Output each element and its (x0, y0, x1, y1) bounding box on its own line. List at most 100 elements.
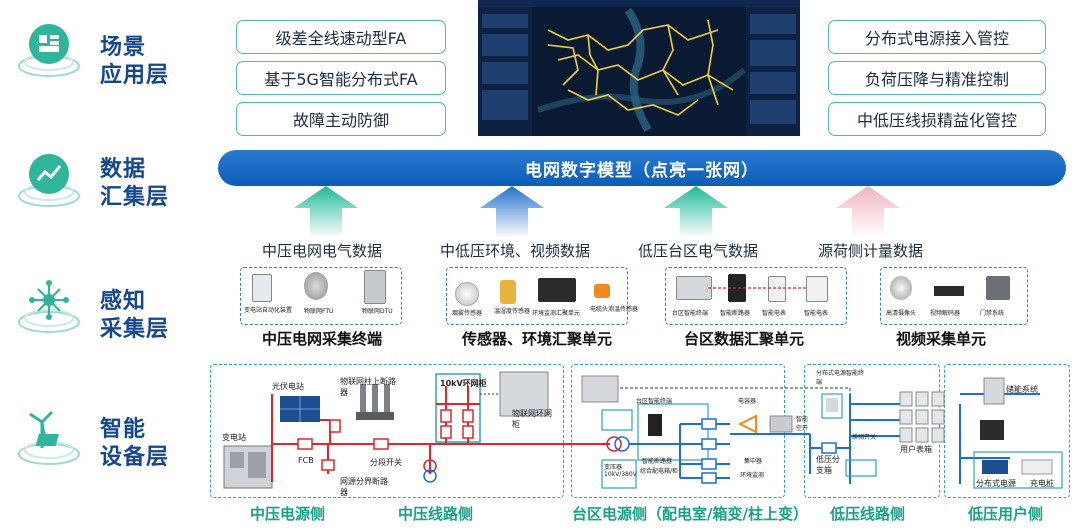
meter-box-label: 用户表箱 (900, 445, 932, 454)
video-decoder (934, 286, 964, 296)
segment-label-lv-user: 低压用户侧 (968, 505, 1044, 523)
sense-box-td-unit (665, 267, 847, 325)
smart-breaker-label: 智能断路器 (642, 458, 673, 465)
sense-item-label: 温湿度传感器 (494, 308, 531, 315)
smart-meter-1 (768, 276, 786, 302)
substation (223, 445, 273, 489)
td-terminal-device (676, 276, 712, 300)
ring10kv-label: 10kV环网柜 (440, 379, 487, 388)
storage-label: 储能系统 (1006, 385, 1038, 394)
dist-source-label: 分布式电源 (976, 479, 1016, 488)
flow-label-1: 中压电网电气数据 (262, 242, 383, 260)
app-box-left-2: 基于5G智能分布式FA (236, 61, 446, 95)
layer-icon-device (14, 400, 84, 470)
concentrator-label: 集中器 (744, 458, 763, 465)
segment-label-mv-source: 中压电源侧 (250, 505, 326, 523)
grid-map-screenshot (478, 0, 800, 136)
smart-breaker-equipment (648, 414, 662, 436)
pole-breaker-equipment (356, 384, 394, 420)
chart-trend-icon (18, 154, 80, 207)
flow-label-3: 低压台区电气数据 (638, 242, 759, 260)
sense-item-label: 电缆头测温传感器 (590, 306, 639, 313)
sense-item-label: 台区智能终端 (672, 310, 709, 317)
dtu-device (364, 270, 386, 304)
charger-label: 充电桩 (1030, 479, 1054, 488)
sense-item-label: 高清摄像头 (886, 310, 917, 317)
td-terminal-label: 台区智能终端 (636, 398, 673, 405)
pv-label: 光伏电站 (272, 382, 304, 391)
layer-title-sensing: 感知 采集层 (100, 289, 170, 342)
sense-item-label: 环境监测汇聚单元 (532, 310, 581, 317)
sense-box-mv-terminal (240, 267, 402, 325)
layer-icon-sensing (14, 270, 84, 340)
sense-item-label: 智能断路器 (720, 310, 751, 317)
sectional-label: 分段开关 (370, 458, 402, 467)
hd-camera (890, 276, 912, 300)
td-terminal-equipment (581, 375, 619, 403)
iot-ring-cabinet (499, 371, 549, 417)
app-box-right-1: 分布式电源接入管控 (828, 20, 1046, 54)
smoke-sensor (455, 282, 479, 306)
app-box-right-3: 中低压线损精益化管控 (828, 102, 1046, 136)
capacitor-label: 电容器 (738, 398, 757, 405)
segment-label-lv-line: 低压线路侧 (830, 505, 906, 523)
layer-icon-application (14, 14, 84, 84)
smart-meter-2 (806, 276, 828, 302)
cable-temp-sensor (594, 284, 610, 298)
sense-item-label: 视频解码器 (930, 310, 961, 317)
switch-a-label: 换相开关 (852, 434, 877, 441)
access-control (986, 276, 1010, 300)
sensor-network-icon (18, 280, 80, 333)
charger-car (1021, 459, 1053, 475)
dashboard-icon (18, 24, 80, 77)
dist-source-terminal-label: 分布式电源智能终端 (816, 370, 865, 386)
flow-arrow-1 (294, 186, 358, 238)
smart-breaker-device (728, 274, 746, 302)
dist-source-panel (982, 460, 1008, 474)
wind-solar-icon (18, 410, 80, 465)
segment-frame-mv-source (210, 364, 564, 498)
boundary-breaker-symbol (321, 459, 335, 471)
sense-item-label: 智能电表 (762, 310, 787, 317)
layer-title-data: 数据 汇集层 (100, 157, 170, 210)
sense-group-title-2: 传感器、环境汇聚单元 (462, 330, 613, 348)
app-box-left-1: 级差全线速动型FA (236, 20, 446, 54)
boundary-label: 网源分界断路器 (340, 477, 388, 497)
sense-box-video (880, 267, 1028, 325)
pv-panels (280, 396, 320, 422)
fcb-label: FCB (298, 456, 314, 465)
sense-item-label: 门禁系统 (980, 310, 1005, 317)
layer-icon-data (14, 144, 84, 214)
flow-label-2: 中低压环境、视频数据 (440, 242, 591, 260)
segment-label-td-source: 台区电源侧（配电室/箱变/柱上变） (572, 505, 808, 523)
sectional-switch-symbol (373, 438, 389, 450)
wiring-diagram (223, 371, 1063, 489)
capacitor-symbol (737, 414, 757, 434)
pole-breaker-label: 物联网柱上断路器 (340, 377, 396, 397)
layer-title-application: 场景 应用层 (100, 35, 170, 88)
sense-item-label: 变电站自动化装置 (244, 307, 293, 314)
temp-humidity-sensor (500, 280, 516, 304)
smart-air-switch-label: 智能空开 (796, 416, 809, 432)
sense-box-sensors (446, 267, 628, 325)
app-box-left-3: 故障主动防御 (236, 102, 446, 136)
dist-cabinet-label: 综合配电箱/柜 (640, 468, 679, 475)
data-flow-arrows (294, 186, 900, 238)
segment-label-mv-line: 中压线路侧 (398, 505, 474, 523)
app-box-right-2: 负荷压降与精准控制 (828, 61, 1046, 95)
fcb-switch (297, 438, 313, 450)
substation-automation-device (252, 274, 272, 302)
branch-box-label: 低压分支箱 (816, 455, 840, 475)
transformer-label: 变压器 10kV/380V (604, 464, 637, 478)
td-red-link (708, 287, 808, 289)
sense-item-label: 物联网DTU (362, 308, 393, 315)
sense-group-title-1: 中压电网采集终端 (262, 330, 383, 348)
flow-arrow-3 (664, 186, 728, 238)
env-aggregation-unit (538, 278, 576, 302)
substation-label: 变电站 (222, 433, 246, 442)
env-monitor-label: 环境监测 (740, 472, 765, 479)
ftu-device (304, 272, 328, 300)
storage-equipment (983, 377, 1005, 405)
flow-arrow-4 (836, 186, 900, 238)
flow-arrow-2 (480, 186, 544, 238)
